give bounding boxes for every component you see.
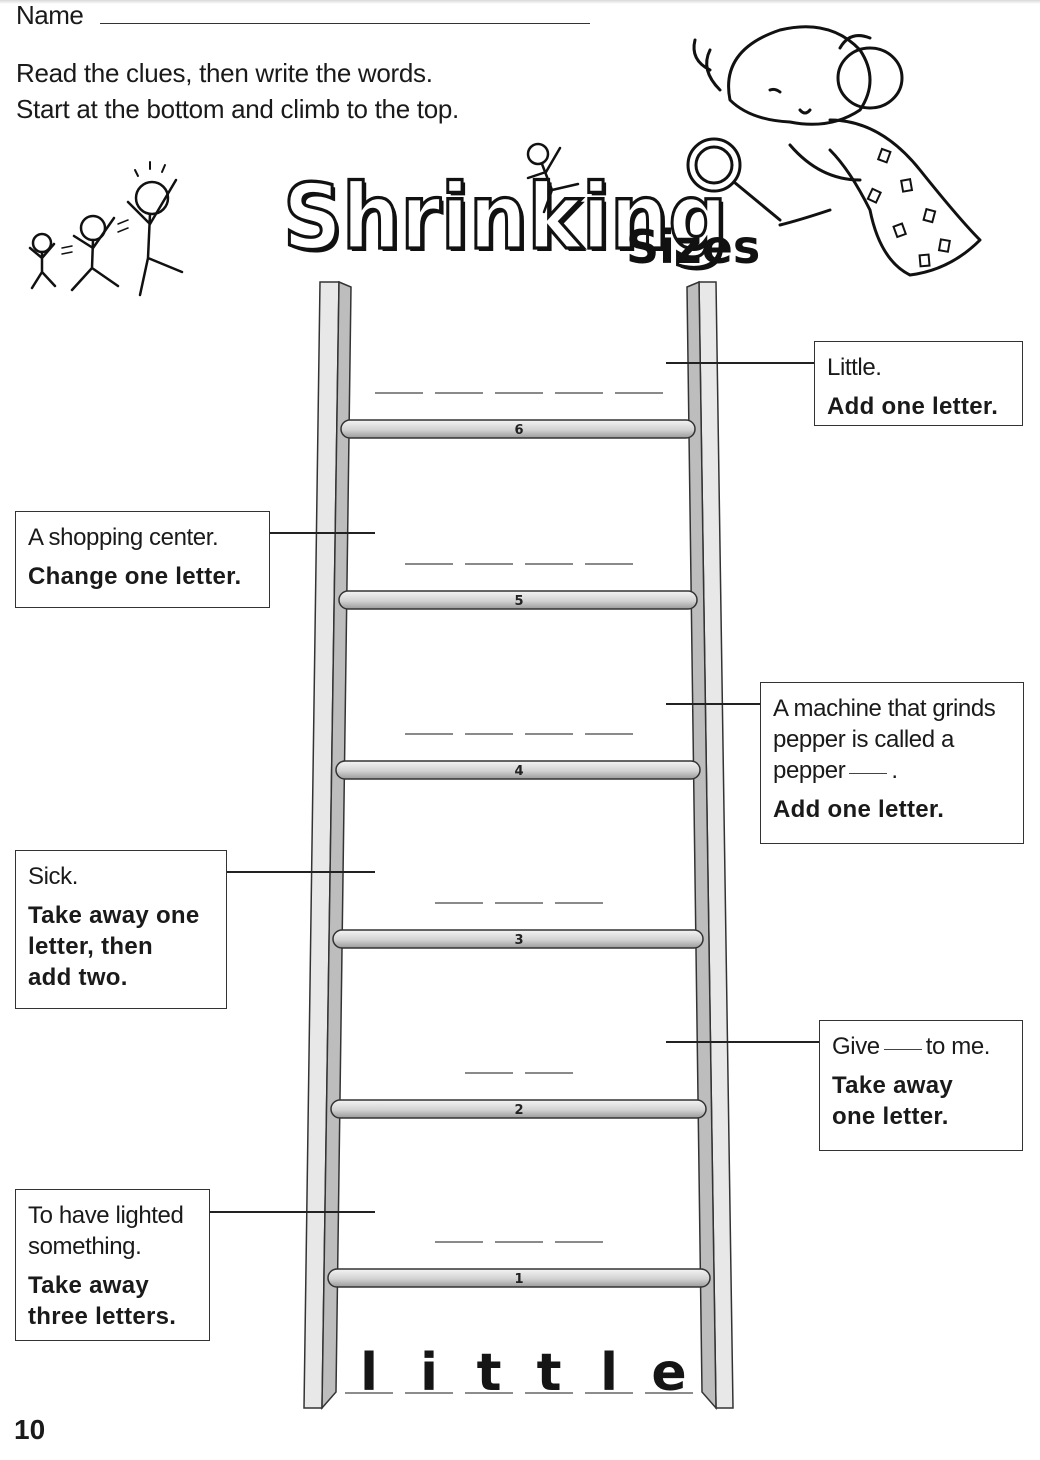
page-number: 10 bbox=[14, 1414, 46, 1445]
start-word-letter: i bbox=[420, 1343, 438, 1403]
clue-1-instruction-line-2: three letters. bbox=[28, 1303, 177, 1330]
rung-number-3: 3 bbox=[514, 933, 523, 948]
rung-number-1: 1 bbox=[514, 1272, 523, 1287]
clue-4-inline-blank bbox=[849, 773, 888, 774]
ladder-right-rail bbox=[686, 280, 734, 1411]
clue-2-word-give: Give bbox=[832, 1033, 880, 1060]
clue-box-2: Give to me. Take away one letter. bbox=[819, 1020, 1023, 1151]
ladder-rung-3: 3 bbox=[332, 929, 704, 949]
rung-number-5: 5 bbox=[514, 594, 523, 609]
clue-box-5: A shopping center. Change one letter. bbox=[15, 511, 270, 608]
ladder-rung-4: 4 bbox=[335, 760, 701, 780]
clue-box-4: A machine that grinds pepper is called a… bbox=[760, 682, 1024, 844]
ladder-rung-6: 6 bbox=[340, 419, 696, 439]
clue-6-connector bbox=[666, 362, 816, 364]
instruction-line-2: Start at the bottom and climb to the top… bbox=[16, 94, 459, 124]
clue-2-instruction-line-1: Take away bbox=[832, 1072, 954, 1099]
ladder-rung-1: 1 bbox=[327, 1268, 711, 1288]
instruction-line-1: Read the clues, then write the words. bbox=[16, 58, 433, 88]
clue-2-text: Give to me. bbox=[832, 1031, 1010, 1062]
clue-3-instruction-line-1: Take away one bbox=[28, 902, 200, 929]
ladder-left-rail bbox=[303, 280, 352, 1411]
clue-5-instruction: Change one letter. bbox=[28, 563, 242, 590]
clue-3-instruction-line-2: letter, then bbox=[28, 933, 153, 960]
shrinking-boys-running-illustration bbox=[28, 161, 184, 297]
clue-5-text: A shopping center. bbox=[28, 524, 219, 551]
clue-6-instruction: Add one letter. bbox=[827, 393, 999, 420]
start-word-letter: l bbox=[600, 1343, 618, 1403]
clue-4-text-line-3: pepper. bbox=[773, 755, 1011, 786]
title-shrinking: Shrinking bbox=[281, 164, 728, 272]
rung-number-6: 6 bbox=[514, 423, 523, 438]
name-write-line[interactable] bbox=[100, 23, 590, 24]
clue-1-text-line-1: To have lighted bbox=[28, 1202, 184, 1229]
clue-3-text: Sick. bbox=[28, 863, 79, 890]
clue-4-text-line-1: A machine that grinds bbox=[773, 695, 996, 722]
name-label: Name bbox=[16, 0, 84, 30]
clue-box-3: Sick. Take away one letter, then add two… bbox=[15, 850, 227, 1009]
clue-4-connector bbox=[666, 703, 761, 705]
title-sizes: Sizes bbox=[626, 220, 761, 274]
clue-4-word-pepper: pepper bbox=[773, 757, 846, 784]
clue-3-instruction-line-3: add two. bbox=[28, 964, 128, 991]
clue-4-period: . bbox=[891, 757, 898, 784]
clue-2-instruction-line-2: one letter. bbox=[832, 1103, 949, 1130]
rung-number-4: 4 bbox=[514, 764, 523, 779]
start-word-letter: t bbox=[477, 1343, 502, 1403]
clue-1-instruction-line-1: Take away bbox=[28, 1272, 150, 1299]
title-banner: Shrinking Sizes bbox=[0, 140, 1040, 310]
start-word-letter: t bbox=[537, 1343, 562, 1403]
clue-4-text-line-2: pepper is called a bbox=[773, 726, 954, 753]
rung-number-2: 2 bbox=[514, 1103, 523, 1118]
clue-6-text: Little. bbox=[827, 354, 882, 381]
page-top-edge bbox=[0, 0, 1040, 4]
start-word-letter: e bbox=[651, 1343, 686, 1403]
girl-with-magnifying-glass-illustration bbox=[686, 25, 982, 277]
clue-2-connector bbox=[666, 1041, 820, 1043]
clue-box-6: Little. Add one letter. bbox=[814, 341, 1023, 426]
boy-jumping-illustration bbox=[526, 142, 580, 214]
ladder-rung-5: 5 bbox=[338, 590, 698, 610]
clue-1-text-line-2: something. bbox=[28, 1233, 142, 1260]
clue-5-connector bbox=[270, 532, 375, 534]
ladder-rung-2: 2 bbox=[330, 1099, 707, 1119]
clue-3-connector bbox=[227, 871, 375, 873]
clue-2-inline-blank bbox=[883, 1049, 922, 1050]
start-word-letter: l bbox=[360, 1343, 378, 1403]
clue-4-instruction: Add one letter. bbox=[773, 796, 945, 823]
clue-1-connector bbox=[210, 1211, 375, 1213]
clue-box-1: To have lighted something. Take away thr… bbox=[15, 1189, 210, 1341]
clue-2-word-to-me: to me. bbox=[925, 1033, 991, 1060]
